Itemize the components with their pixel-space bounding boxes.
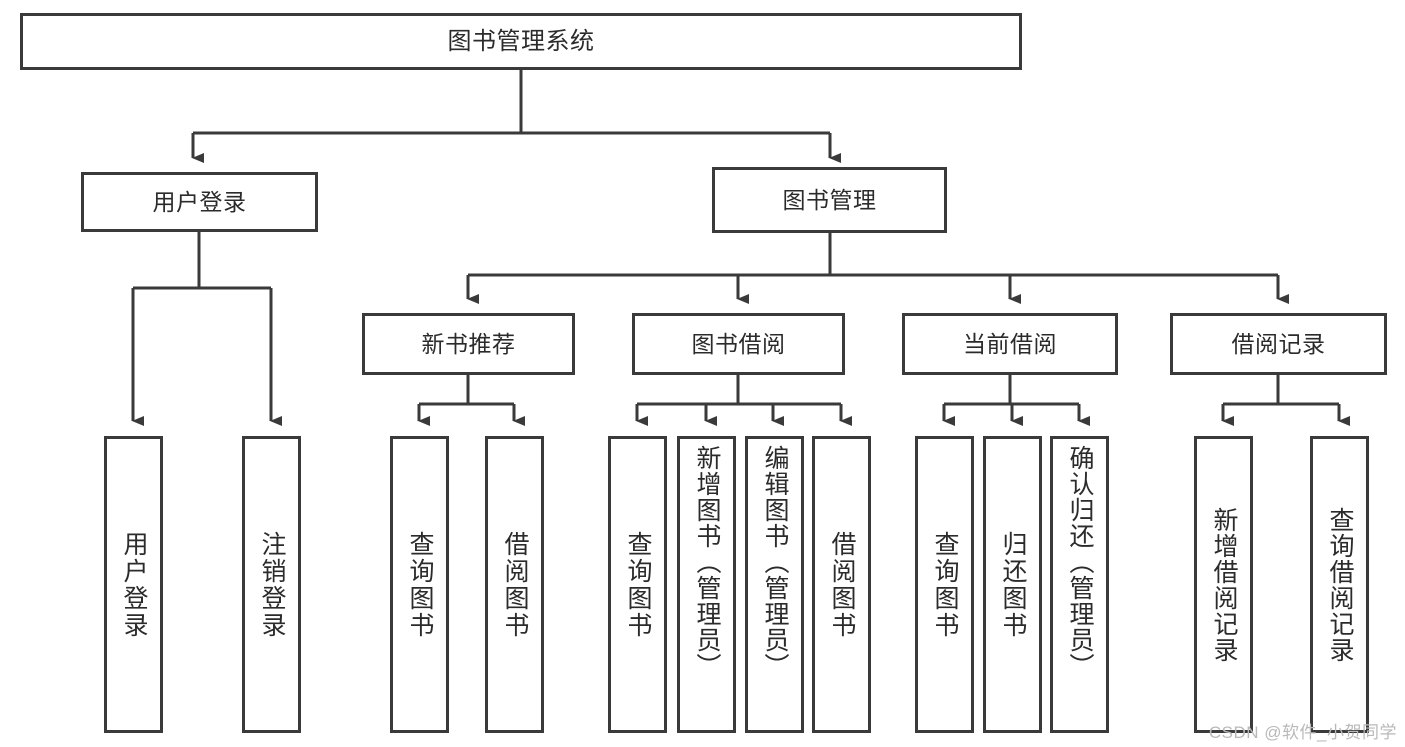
node-current-borrow[interactable]: 当前借阅 [902, 313, 1118, 375]
node-user-login[interactable]: 用户登录 [81, 172, 318, 232]
node-label: 查询图书 [624, 530, 652, 639]
csdn-watermark: CSDN @软件_小贺同学 [1208, 723, 1397, 742]
node-new-book-recommendation[interactable]: 新书推荐 [362, 313, 575, 375]
node-label: 用户登录 [152, 188, 247, 215]
node-label: 借阅图书 [501, 530, 529, 639]
node-label: 查询图书 [931, 530, 959, 639]
leaf-add-book-admin[interactable]: 新增图书（管理员） [677, 436, 736, 733]
node-book-borrow[interactable]: 图书借阅 [632, 313, 845, 375]
node-label: 查询借阅记录 [1326, 506, 1354, 663]
leaf-edit-book-admin[interactable]: 编辑图书（管理员） [745, 436, 804, 733]
node-label: 借阅图书 [828, 530, 856, 639]
node-label: 编辑图书（管理员） [761, 445, 789, 679]
node-label: 确认归还（管理员） [1066, 445, 1094, 679]
leaf-add-borrow-record[interactable]: 新增借阅记录 [1194, 436, 1253, 733]
leaf-query-borrow-record[interactable]: 查询借阅记录 [1310, 436, 1369, 733]
leaf-return-book[interactable]: 归还图书 [983, 436, 1042, 733]
node-label: 新增借阅记录 [1210, 506, 1238, 663]
leaf-user-login[interactable]: 用户登录 [104, 436, 163, 733]
node-root-book-management-system[interactable]: 图书管理系统 [20, 13, 1022, 70]
node-book-management[interactable]: 图书管理 [712, 167, 947, 233]
node-borrow-record[interactable]: 借阅记录 [1170, 313, 1387, 375]
node-label: 归还图书 [999, 530, 1027, 639]
leaf-borrow-book-recommendation[interactable]: 借阅图书 [485, 436, 544, 733]
node-label: 当前借阅 [963, 330, 1057, 357]
node-label: 注销登录 [258, 530, 286, 639]
leaf-borrow-book[interactable]: 借阅图书 [812, 436, 871, 733]
node-label: 用户登录 [120, 530, 148, 639]
node-label: 图书管理 [782, 186, 877, 213]
node-label: 借阅记录 [1231, 330, 1326, 357]
leaf-query-book-current[interactable]: 查询图书 [915, 436, 974, 733]
leaf-logout[interactable]: 注销登录 [242, 436, 301, 733]
leaf-query-book-recommendation[interactable]: 查询图书 [390, 436, 449, 733]
node-label: 新书推荐 [421, 330, 516, 357]
node-label: 图书管理系统 [447, 27, 595, 55]
leaf-confirm-return-admin[interactable]: 确认归还（管理员） [1050, 436, 1109, 733]
node-label: 新增图书（管理员） [693, 445, 721, 679]
leaf-query-book-borrow[interactable]: 查询图书 [608, 436, 667, 733]
node-label: 查询图书 [406, 530, 434, 639]
node-label: 图书借阅 [691, 330, 786, 357]
